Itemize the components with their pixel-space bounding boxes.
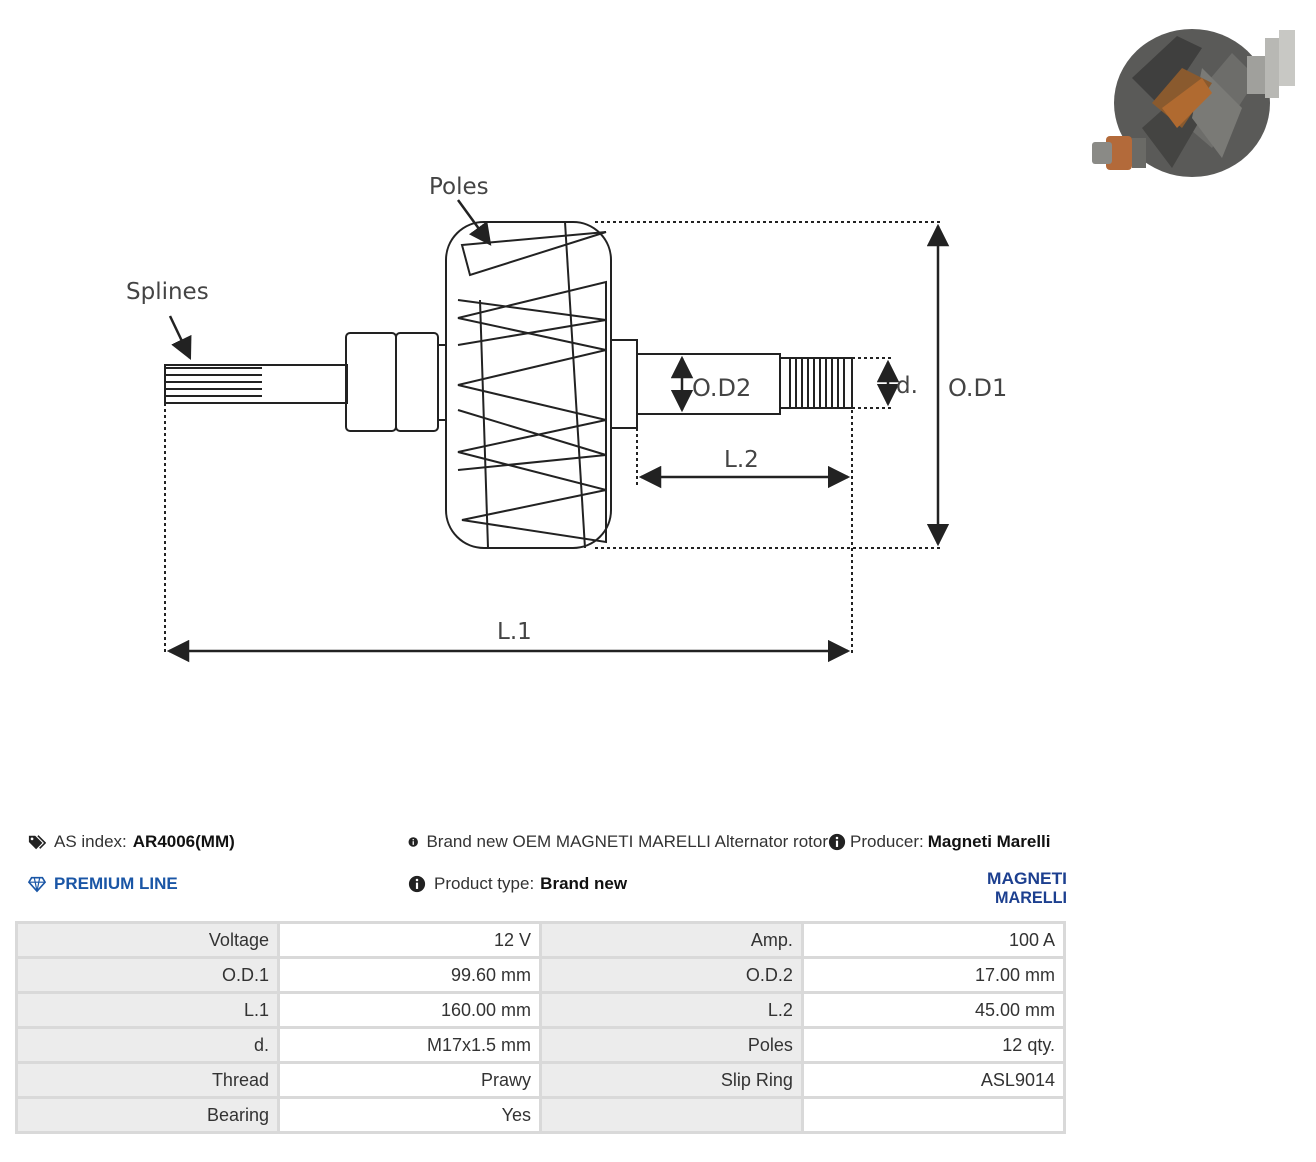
producer-value: Magneti Marelli — [927, 832, 1051, 851]
spec-key: Voltage — [15, 921, 280, 959]
pole — [457, 418, 607, 492]
producer-label: Producer: — [850, 832, 924, 851]
spec-value: 100 A — [800, 921, 1067, 959]
spec-key: d. — [15, 1026, 280, 1064]
threaded-end — [779, 357, 853, 409]
spec-key: O.D.1 — [15, 956, 280, 994]
spec-value: Prawy — [276, 1061, 543, 1099]
info-icon — [828, 833, 846, 851]
splines-label: Splines — [126, 279, 209, 305]
spec-key: O.D.2 — [539, 956, 804, 994]
rotor-body — [445, 221, 612, 549]
spec-key — [539, 1096, 804, 1134]
spec-value: M17x1.5 mm — [276, 1026, 543, 1064]
d-label: d. — [896, 373, 918, 399]
pole — [457, 348, 607, 422]
product-photo — [1092, 29, 1295, 177]
spec-key: Thread — [15, 1061, 280, 1099]
spec-value: 99.60 mm — [276, 956, 543, 994]
spec-value: 12 qty. — [800, 1026, 1067, 1064]
as-index-value: AR4006(MM) — [132, 832, 235, 851]
description-text: Brand new OEM MAGNETI MARELLI Alternator… — [426, 832, 828, 851]
producer: Producer: Magneti Marelli — [828, 832, 1051, 852]
premium-line-label: PREMIUM LINE — [54, 874, 178, 893]
info-icon — [408, 837, 418, 847]
pole — [457, 280, 607, 352]
rotor-dimension-diagram: Poles Splines O.D2 d. O.D1 L.2 L.1 — [126, 174, 1007, 663]
spec-value: 45.00 mm — [800, 991, 1067, 1029]
svg-text:MARELLI: MARELLI — [995, 888, 1067, 906]
spec-value: 17.00 mm — [800, 956, 1067, 994]
premium-line: PREMIUM LINE — [28, 874, 178, 894]
as-index-label: AS index: — [54, 832, 127, 851]
svg-text:MAGNETI: MAGNETI — [987, 869, 1067, 888]
slip-ring-collar — [345, 332, 397, 432]
spec-key: Poles — [539, 1026, 804, 1064]
l1-label: L.1 — [497, 619, 532, 645]
spec-value: Yes — [276, 1096, 543, 1134]
spec-key: L.1 — [15, 991, 280, 1029]
product-type-value: Brand new — [540, 874, 628, 893]
left-shaft — [164, 364, 348, 404]
info-icon — [408, 875, 426, 893]
poles-label: Poles — [429, 174, 489, 200]
bearing-hub — [610, 339, 638, 429]
spec-value: 12 V — [276, 921, 543, 959]
diamond-icon — [28, 876, 46, 893]
pole — [461, 488, 607, 544]
magneti-marelli-logo: MAGNETI MARELLI — [987, 869, 1067, 906]
tags-icon — [28, 835, 46, 850]
pole — [460, 231, 607, 277]
spec-value: 160.00 mm — [276, 991, 543, 1029]
product-type-label: Product type: — [434, 874, 535, 893]
spec-value — [800, 1096, 1067, 1134]
spec-key: L.2 — [539, 991, 804, 1029]
od1-label: O.D1 — [948, 374, 1007, 402]
spec-key: Bearing — [15, 1096, 280, 1134]
spec-key: Slip Ring — [539, 1061, 804, 1099]
slip-ring-collar — [395, 332, 439, 432]
spec-key: Amp. — [539, 921, 804, 959]
od2-label: O.D2 — [692, 374, 751, 402]
l2-label: L.2 — [724, 447, 759, 473]
product-type: Product type: Brand new — [408, 874, 627, 894]
as-index: AS index: AR4006(MM) — [28, 832, 235, 852]
description: Brand new OEM MAGNETI MARELLI Alternator… — [408, 832, 828, 852]
spec-value: ASL9014 — [800, 1061, 1067, 1099]
